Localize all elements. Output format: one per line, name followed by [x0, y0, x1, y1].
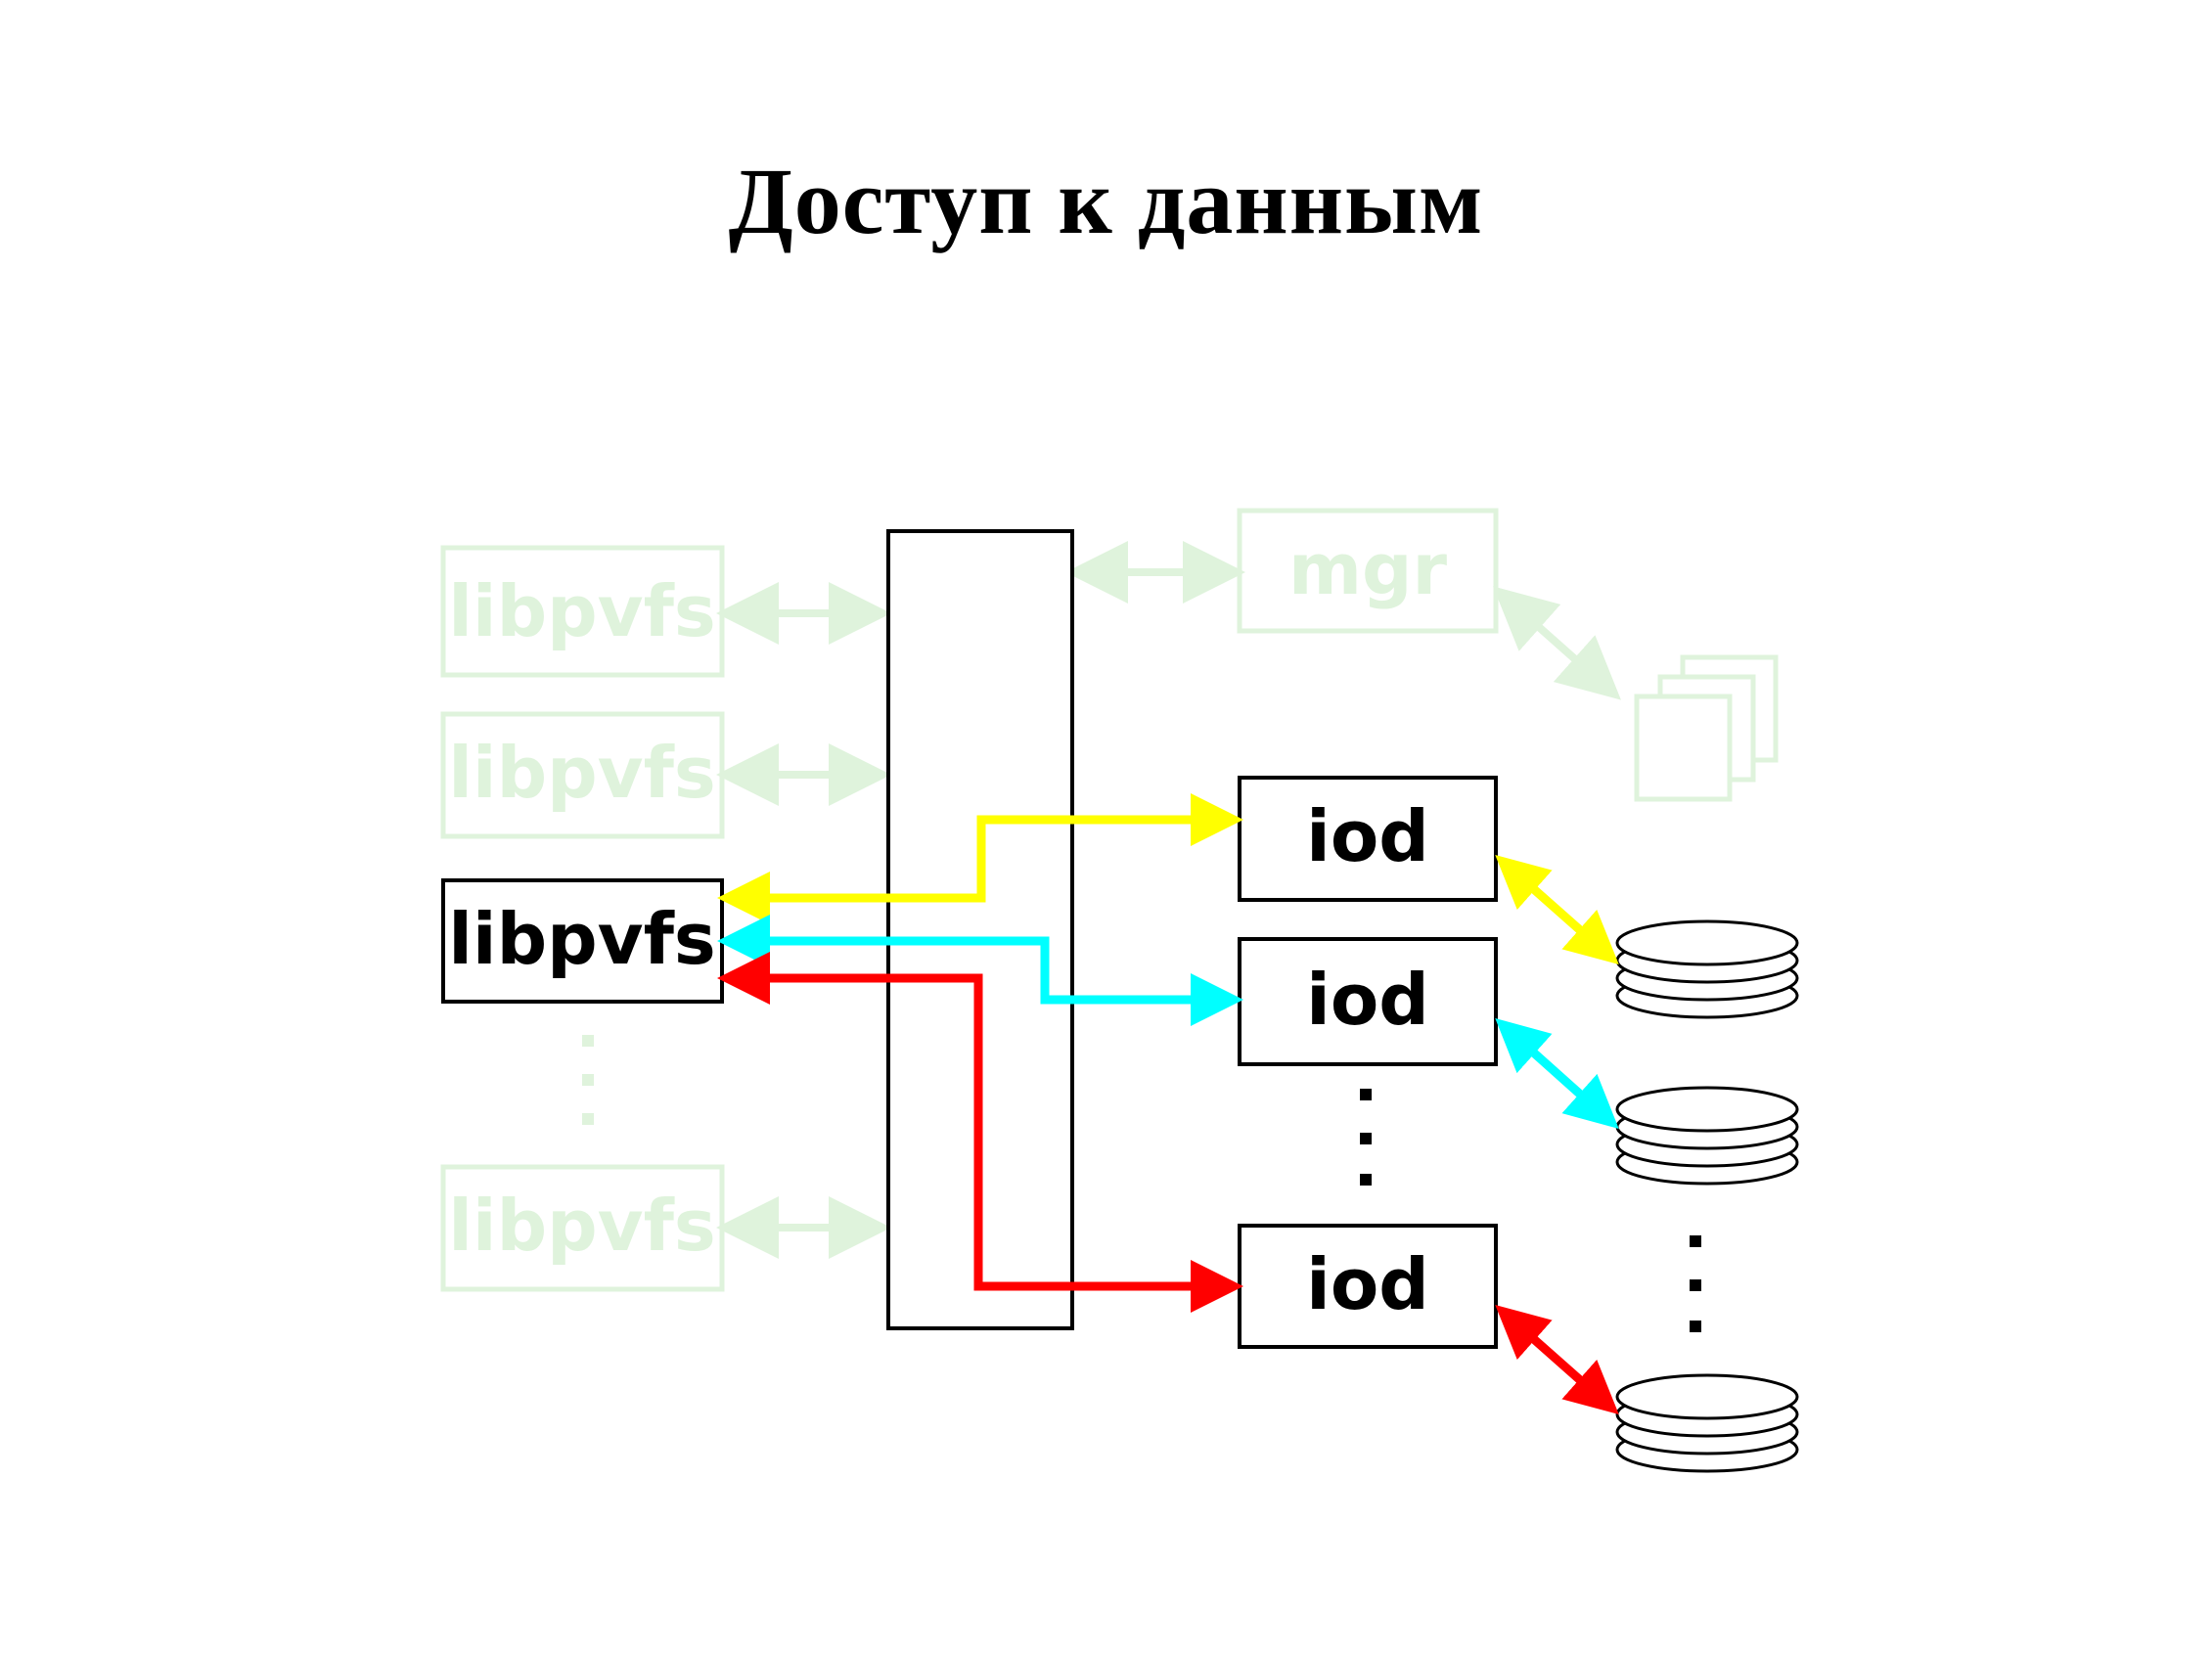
iod-ellipsis: [1360, 1089, 1372, 1186]
disk-stack-1-icon: [1615, 919, 1799, 1019]
iod-node-3: iod: [1238, 1224, 1498, 1349]
client-ellipsis: [582, 1035, 594, 1125]
iod-node-2: iod: [1238, 937, 1498, 1066]
iod-3-disk-arrow: [1495, 1305, 1619, 1414]
flow-yellow: [717, 793, 1243, 924]
disk-ellipsis: [1690, 1235, 1701, 1332]
disk-stack-3-icon: [1615, 1373, 1799, 1473]
iod-node-1: iod: [1238, 776, 1498, 902]
client-faded-2: libpvfs: [440, 711, 725, 839]
client-faded-2-label: libpvfs: [448, 732, 716, 814]
iod-1-label: iod: [1306, 795, 1429, 877]
page-title: Доступ к данным: [728, 149, 1484, 253]
client-faded-4: libpvfs: [440, 1164, 725, 1292]
faded-client-arrows: [716, 582, 891, 1259]
client-faded-1-label: libpvfs: [448, 570, 716, 652]
iod-3-label: iod: [1306, 1243, 1429, 1325]
metadata-documents-icon: [1634, 654, 1779, 802]
flow-red: [717, 952, 1243, 1313]
iod-2-label: iod: [1306, 959, 1429, 1041]
client-active-label: libpvfs: [448, 898, 716, 980]
iod-2-disk-arrow: [1495, 1018, 1619, 1129]
iod-1-disk-arrow: [1495, 855, 1619, 964]
manager-arrows: [1065, 541, 1621, 700]
client-faded-4-label: libpvfs: [448, 1185, 716, 1267]
manager-label: mgr: [1288, 528, 1448, 610]
client-active: libpvfs: [441, 878, 724, 1004]
disk-stack-2-icon: [1615, 1086, 1799, 1186]
client-faded-1: libpvfs: [440, 545, 725, 678]
manager-node: mgr: [1237, 508, 1499, 634]
